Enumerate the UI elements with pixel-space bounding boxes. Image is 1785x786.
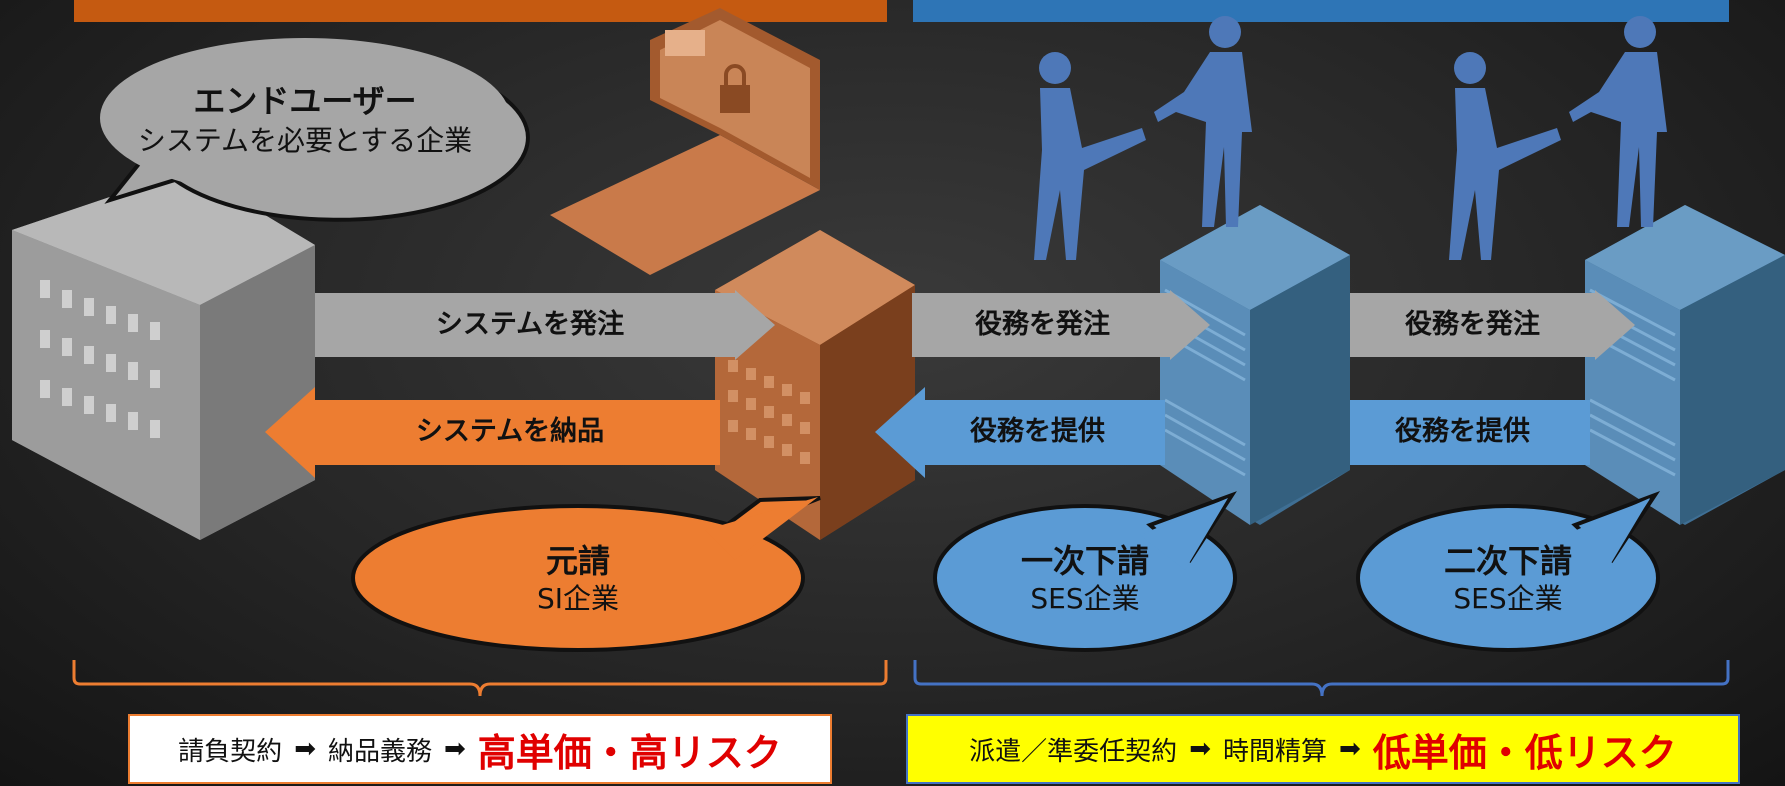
risk-level-left: 高単価・高リスク: [477, 730, 782, 775]
handshake-figures-2: [1449, 16, 1667, 260]
top-bar-orange: [74, 0, 887, 22]
arrow-deliver-system: [265, 387, 720, 478]
label-order-system: システムを発注: [435, 309, 625, 340]
top-bar-blue: [913, 0, 1729, 22]
label-deliver-system: システムを納品: [415, 416, 605, 447]
arrow-provide-service-2: [1350, 400, 1590, 465]
prime-subtitle: SI企業: [536, 582, 620, 615]
arrow-provide-service-1: [875, 387, 1165, 478]
second-sub-building: [1585, 205, 1785, 525]
arrow-icon: ➡: [444, 734, 466, 764]
summary-box-right: 派遣／準委任契約 ➡ 時間精算 ➡ 低単価・低リスク: [906, 714, 1740, 784]
summary-box-left: 請負契約 ➡ 納品義務 ➡ 高単価・高リスク: [128, 714, 832, 784]
arrow-icon: ➡: [1189, 734, 1211, 764]
bracket-right: [913, 660, 1730, 697]
label-order-service-2: 役務を発注: [1405, 309, 1540, 340]
arrow-icon: ➡: [1339, 734, 1361, 764]
label-order-service-1: 役務を発注: [975, 309, 1110, 340]
first-sub-subtitle: SES企業: [1030, 582, 1140, 615]
arrow-icon: ➡: [294, 734, 316, 764]
end-user-title: エンドユーザー: [193, 82, 417, 120]
handshake-figures-1: [1034, 16, 1252, 260]
bubble-prime: [351, 496, 821, 652]
bubble-second-sub: [1356, 490, 1661, 652]
label-provide-service-2: 役務を提供: [1395, 416, 1530, 447]
risk-level-right: 低単価・低リスク: [1372, 730, 1677, 775]
arrow-order-system: [315, 290, 775, 360]
contract-type-right: 派遣／準委任契約: [969, 736, 1178, 767]
bubble-first-sub: [933, 491, 1237, 652]
first-sub-title: 一次下請: [1020, 542, 1149, 580]
prime-building: [550, 8, 915, 540]
obligation-right: 時間精算: [1222, 736, 1327, 767]
arrow-order-service-2: [1350, 290, 1635, 360]
prime-title: 元請: [545, 542, 610, 580]
end-user-subtitle: システムを必要とする企業: [137, 124, 473, 157]
first-sub-building: [1160, 205, 1350, 525]
bubble-end-user: [100, 38, 530, 222]
contract-type-left: 請負契約: [178, 736, 283, 767]
second-sub-title: 二次下請: [1443, 542, 1572, 580]
end-user-building: [12, 170, 315, 540]
arrow-order-service-1: [912, 290, 1210, 360]
bracket-left: [72, 660, 888, 697]
second-sub-subtitle: SES企業: [1453, 582, 1563, 615]
label-provide-service-1: 役務を提供: [970, 416, 1105, 447]
obligation-left: 納品義務: [327, 736, 432, 767]
